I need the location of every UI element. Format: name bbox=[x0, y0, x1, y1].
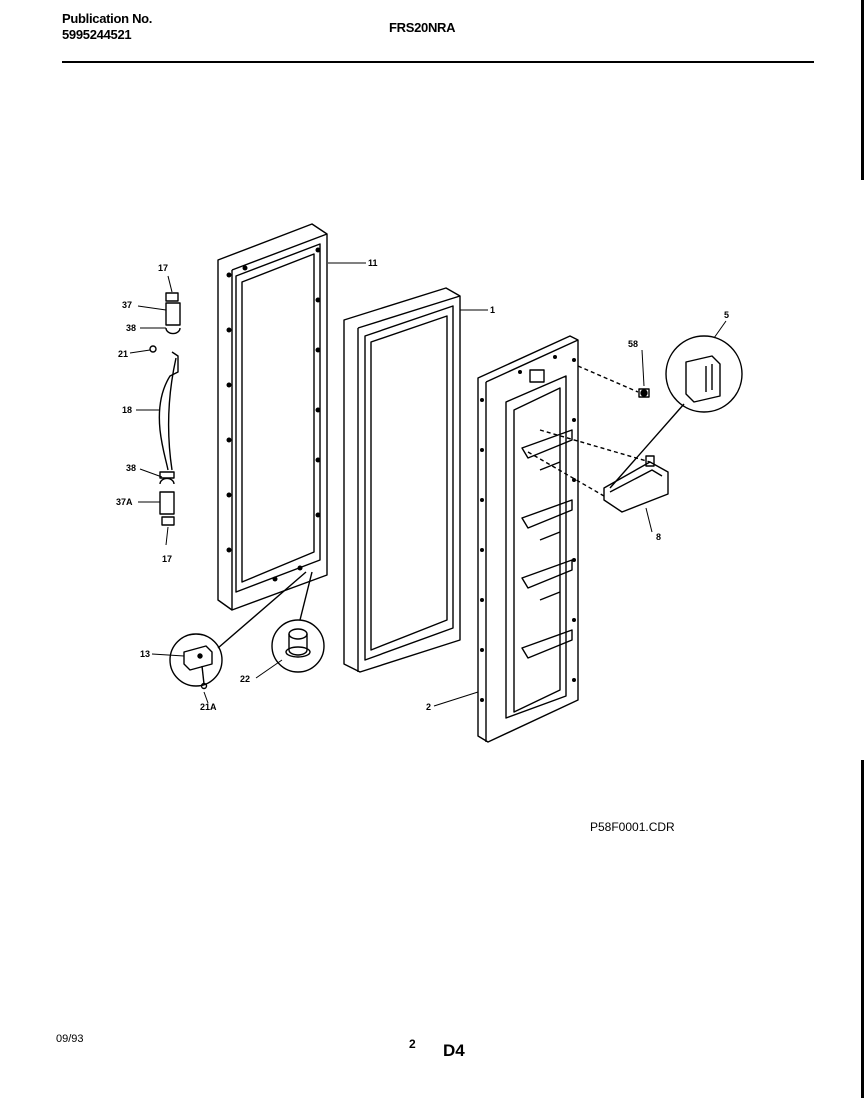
callout-22: 22 bbox=[240, 674, 251, 684]
drawing-code: P58F0001.CDR bbox=[590, 820, 675, 834]
callout-2: 2 bbox=[426, 702, 432, 712]
detail-circle-5 bbox=[609, 335, 743, 489]
hinge-detail-13 bbox=[169, 571, 307, 690]
footer-section-code: D4 bbox=[443, 1041, 465, 1060]
header-rule bbox=[62, 61, 814, 63]
callout-8: 8 bbox=[656, 532, 662, 542]
scan-edge-top bbox=[861, 0, 864, 180]
screw-58 bbox=[527, 365, 651, 497]
callout-37a: 37A bbox=[116, 497, 133, 507]
callout-13: 13 bbox=[140, 649, 151, 659]
bearing-detail-22 bbox=[271, 571, 325, 673]
handle-assembly bbox=[149, 292, 181, 526]
callout-38-lower: 38 bbox=[126, 463, 137, 473]
publication-label: Publication No. bbox=[62, 11, 153, 26]
footer-page-number: 2 bbox=[409, 1037, 416, 1051]
callout-5: 5 bbox=[724, 310, 730, 320]
callout-21a: 21A bbox=[200, 702, 217, 712]
callout-37: 37 bbox=[122, 300, 133, 310]
callout-38: 38 bbox=[126, 323, 137, 333]
callout-18: 18 bbox=[122, 405, 133, 415]
door-gasket-1 bbox=[343, 287, 461, 673]
inner-door-liner-2 bbox=[477, 335, 579, 743]
callout-1: 1 bbox=[490, 305, 496, 315]
callout-21: 21 bbox=[118, 349, 129, 359]
callout-11: 11 bbox=[368, 258, 378, 268]
footer-date: 09/93 bbox=[56, 1033, 84, 1045]
leader-lines bbox=[129, 262, 727, 707]
callout-17-lower: 17 bbox=[162, 554, 173, 564]
publication-number: 5995244521 bbox=[62, 27, 132, 42]
scan-edge-bottom bbox=[861, 760, 864, 1098]
callout-58: 58 bbox=[628, 339, 639, 349]
door-frame-11 bbox=[217, 223, 328, 611]
callout-17: 17 bbox=[158, 263, 169, 273]
model-number: FRS20NRA bbox=[389, 20, 456, 35]
